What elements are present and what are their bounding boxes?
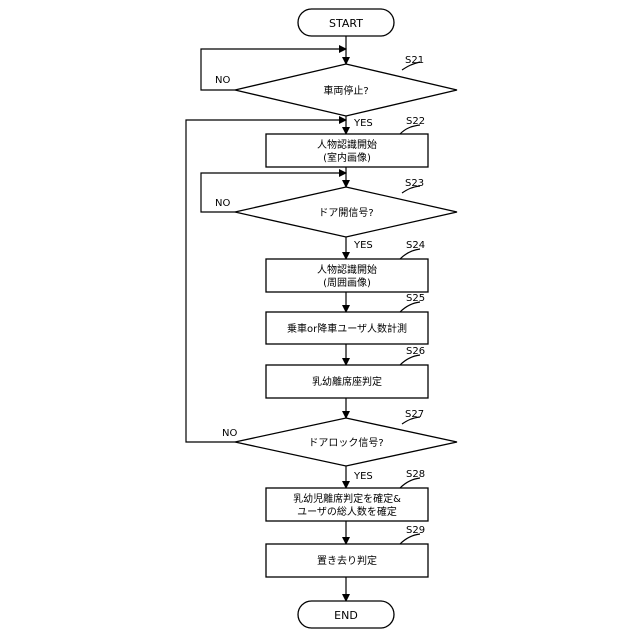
step-id-s27: S27 xyxy=(405,409,424,420)
process-s22: 人物認識開始 (室内画像) xyxy=(266,134,428,167)
process-s25-text: 乗車or降車ユーザ人数計測 xyxy=(287,322,407,335)
process-s26: 乳幼離席座判定 xyxy=(266,365,428,398)
step-id-s22: S22 xyxy=(406,116,425,127)
decision-s27: ドアロック信号? xyxy=(235,418,457,466)
end-label: END xyxy=(334,609,358,622)
step-id-s23: S23 xyxy=(405,178,424,189)
decision-s23-text: ドア開信号? xyxy=(318,207,373,219)
process-s28: 乳幼児離席判定を確定& ユーザの総人数を確定 xyxy=(266,488,428,521)
process-s24-line1: 人物認識開始 xyxy=(317,263,377,276)
step-id-s21: S21 xyxy=(405,55,424,66)
step-id-s25: S25 xyxy=(406,293,425,304)
decision-s21-text: 車両停止? xyxy=(323,84,368,97)
process-s28-line2: ユーザの総人数を確定 xyxy=(297,505,397,518)
process-s22-line2: (室内画像) xyxy=(323,151,371,164)
label-s27-yes: YES xyxy=(353,471,373,482)
process-s25: 乗車or降車ユーザ人数計測 xyxy=(266,312,428,344)
process-s24-line2: (周囲画像) xyxy=(323,277,371,289)
label-s21-no: NO xyxy=(215,75,230,86)
step-id-s24: S24 xyxy=(406,240,425,251)
process-s22-line1: 人物認識開始 xyxy=(317,138,377,151)
decision-s27-text: ドアロック信号? xyxy=(308,437,383,449)
step-id-s29: S29 xyxy=(406,525,425,536)
label-s27-no: NO xyxy=(222,428,237,439)
decision-s23: ドア開信号? xyxy=(235,187,457,237)
label-s23-yes: YES xyxy=(353,240,373,251)
decision-s21: 車両停止? xyxy=(235,64,457,116)
start-label: START xyxy=(329,17,363,30)
process-s26-text: 乳幼離席座判定 xyxy=(312,375,382,388)
process-s28-line1: 乳幼児離席判定を確定& xyxy=(293,492,401,505)
label-s23-no: NO xyxy=(215,198,230,209)
start-terminal: START xyxy=(298,9,394,36)
step-id-s28: S28 xyxy=(406,469,425,480)
label-s21-yes: YES xyxy=(353,118,373,129)
process-s29-text: 置き去り判定 xyxy=(317,554,377,567)
step-id-s26: S26 xyxy=(406,346,425,357)
end-terminal: END xyxy=(298,601,394,628)
process-s29: 置き去り判定 xyxy=(266,544,428,577)
process-s24: 人物認識開始 (周囲画像) xyxy=(266,259,428,292)
